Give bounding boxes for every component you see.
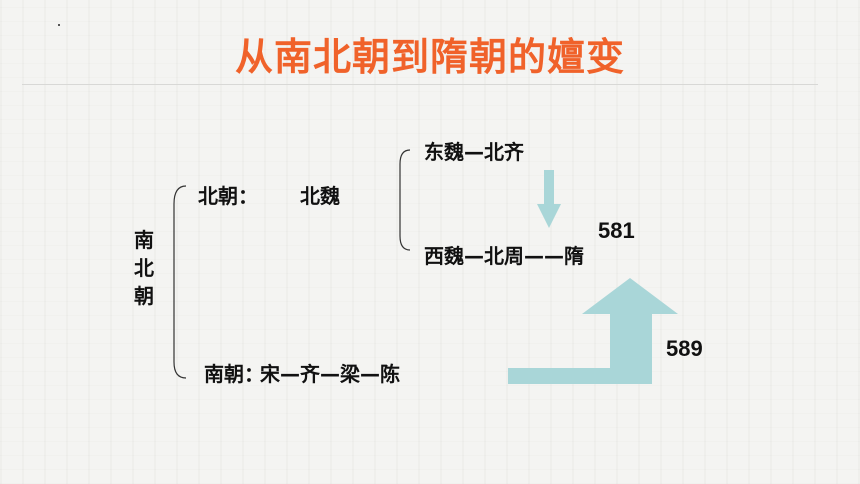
south-dynasty-label: 南朝： [204,362,264,386]
root-bracket [173,185,187,379]
south-dynasty-value: 宋—齐—梁—陈 [260,362,400,386]
west-branch: 西魏—北周——隋 [424,244,584,268]
unification-arrow [508,278,678,384]
root-label: 南北朝 [134,228,154,308]
title-divider [22,84,818,85]
year-581: 581 [598,218,635,243]
east-branch: 东魏—北齐 [424,140,524,164]
down-arrow-head [537,204,561,228]
corner-dot [58,24,60,26]
north-dynasty-value: 北魏 [300,184,340,208]
slide-title: 从南北朝到隋朝的嬗变 [234,35,625,79]
north-dynasty-label: 北朝： [198,184,258,208]
down-arrow-shaft [544,170,554,204]
year-589: 589 [666,336,703,361]
north-bracket [399,149,411,251]
